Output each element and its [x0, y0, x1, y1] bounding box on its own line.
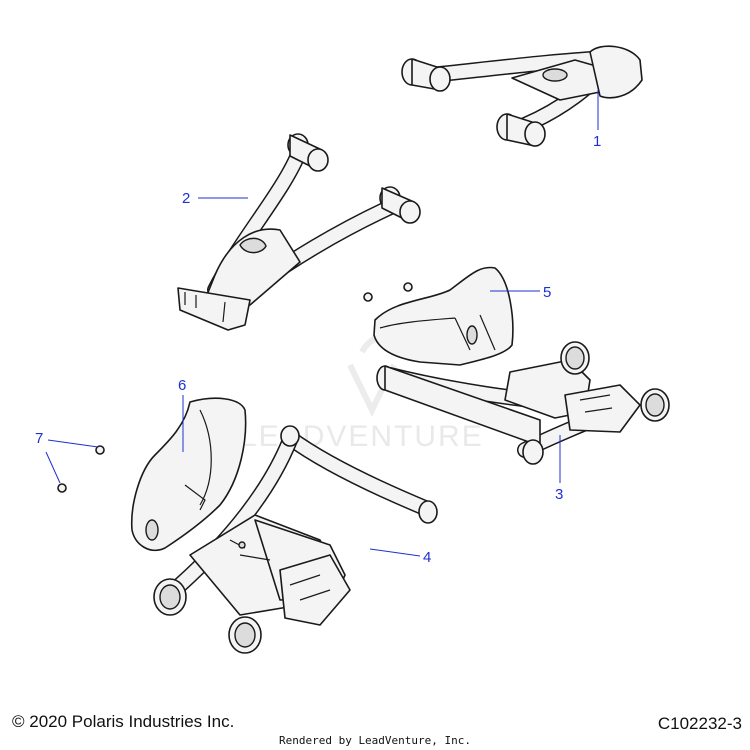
diagram-code: C102232-3	[657, 714, 742, 733]
part-2-a-arm	[177, 133, 421, 331]
fasteners-5	[363, 282, 413, 302]
callout-3[interactable]: 3	[555, 486, 563, 503]
leader-7b	[45, 451, 61, 484]
part-3-a-arm	[376, 341, 670, 465]
callout-1[interactable]: 1	[593, 133, 601, 150]
part-5-guard	[373, 266, 514, 366]
callout-5[interactable]: 5	[543, 284, 551, 301]
fasteners-7	[57, 445, 105, 493]
leader-7a	[47, 439, 99, 448]
callout-4[interactable]: 4	[423, 549, 431, 566]
part-6-guard	[130, 397, 247, 552]
copyright-text: © 2020 Polaris Industries Inc.	[12, 712, 235, 731]
part-1-upper-a-arm	[401, 45, 643, 147]
callout-leaders	[45, 90, 599, 557]
callout-7[interactable]: 7	[35, 430, 43, 447]
callouts: 1 2 3 4 5 6 7	[35, 133, 601, 566]
watermark-text: LEADVENTURE	[240, 420, 484, 453]
part-4-a-arm	[153, 425, 438, 654]
callout-2[interactable]: 2	[182, 190, 190, 207]
callout-6[interactable]: 6	[178, 377, 186, 394]
rendered-by-text: Rendered by LeadVenture, Inc.	[278, 734, 472, 747]
leader-4	[369, 548, 421, 557]
